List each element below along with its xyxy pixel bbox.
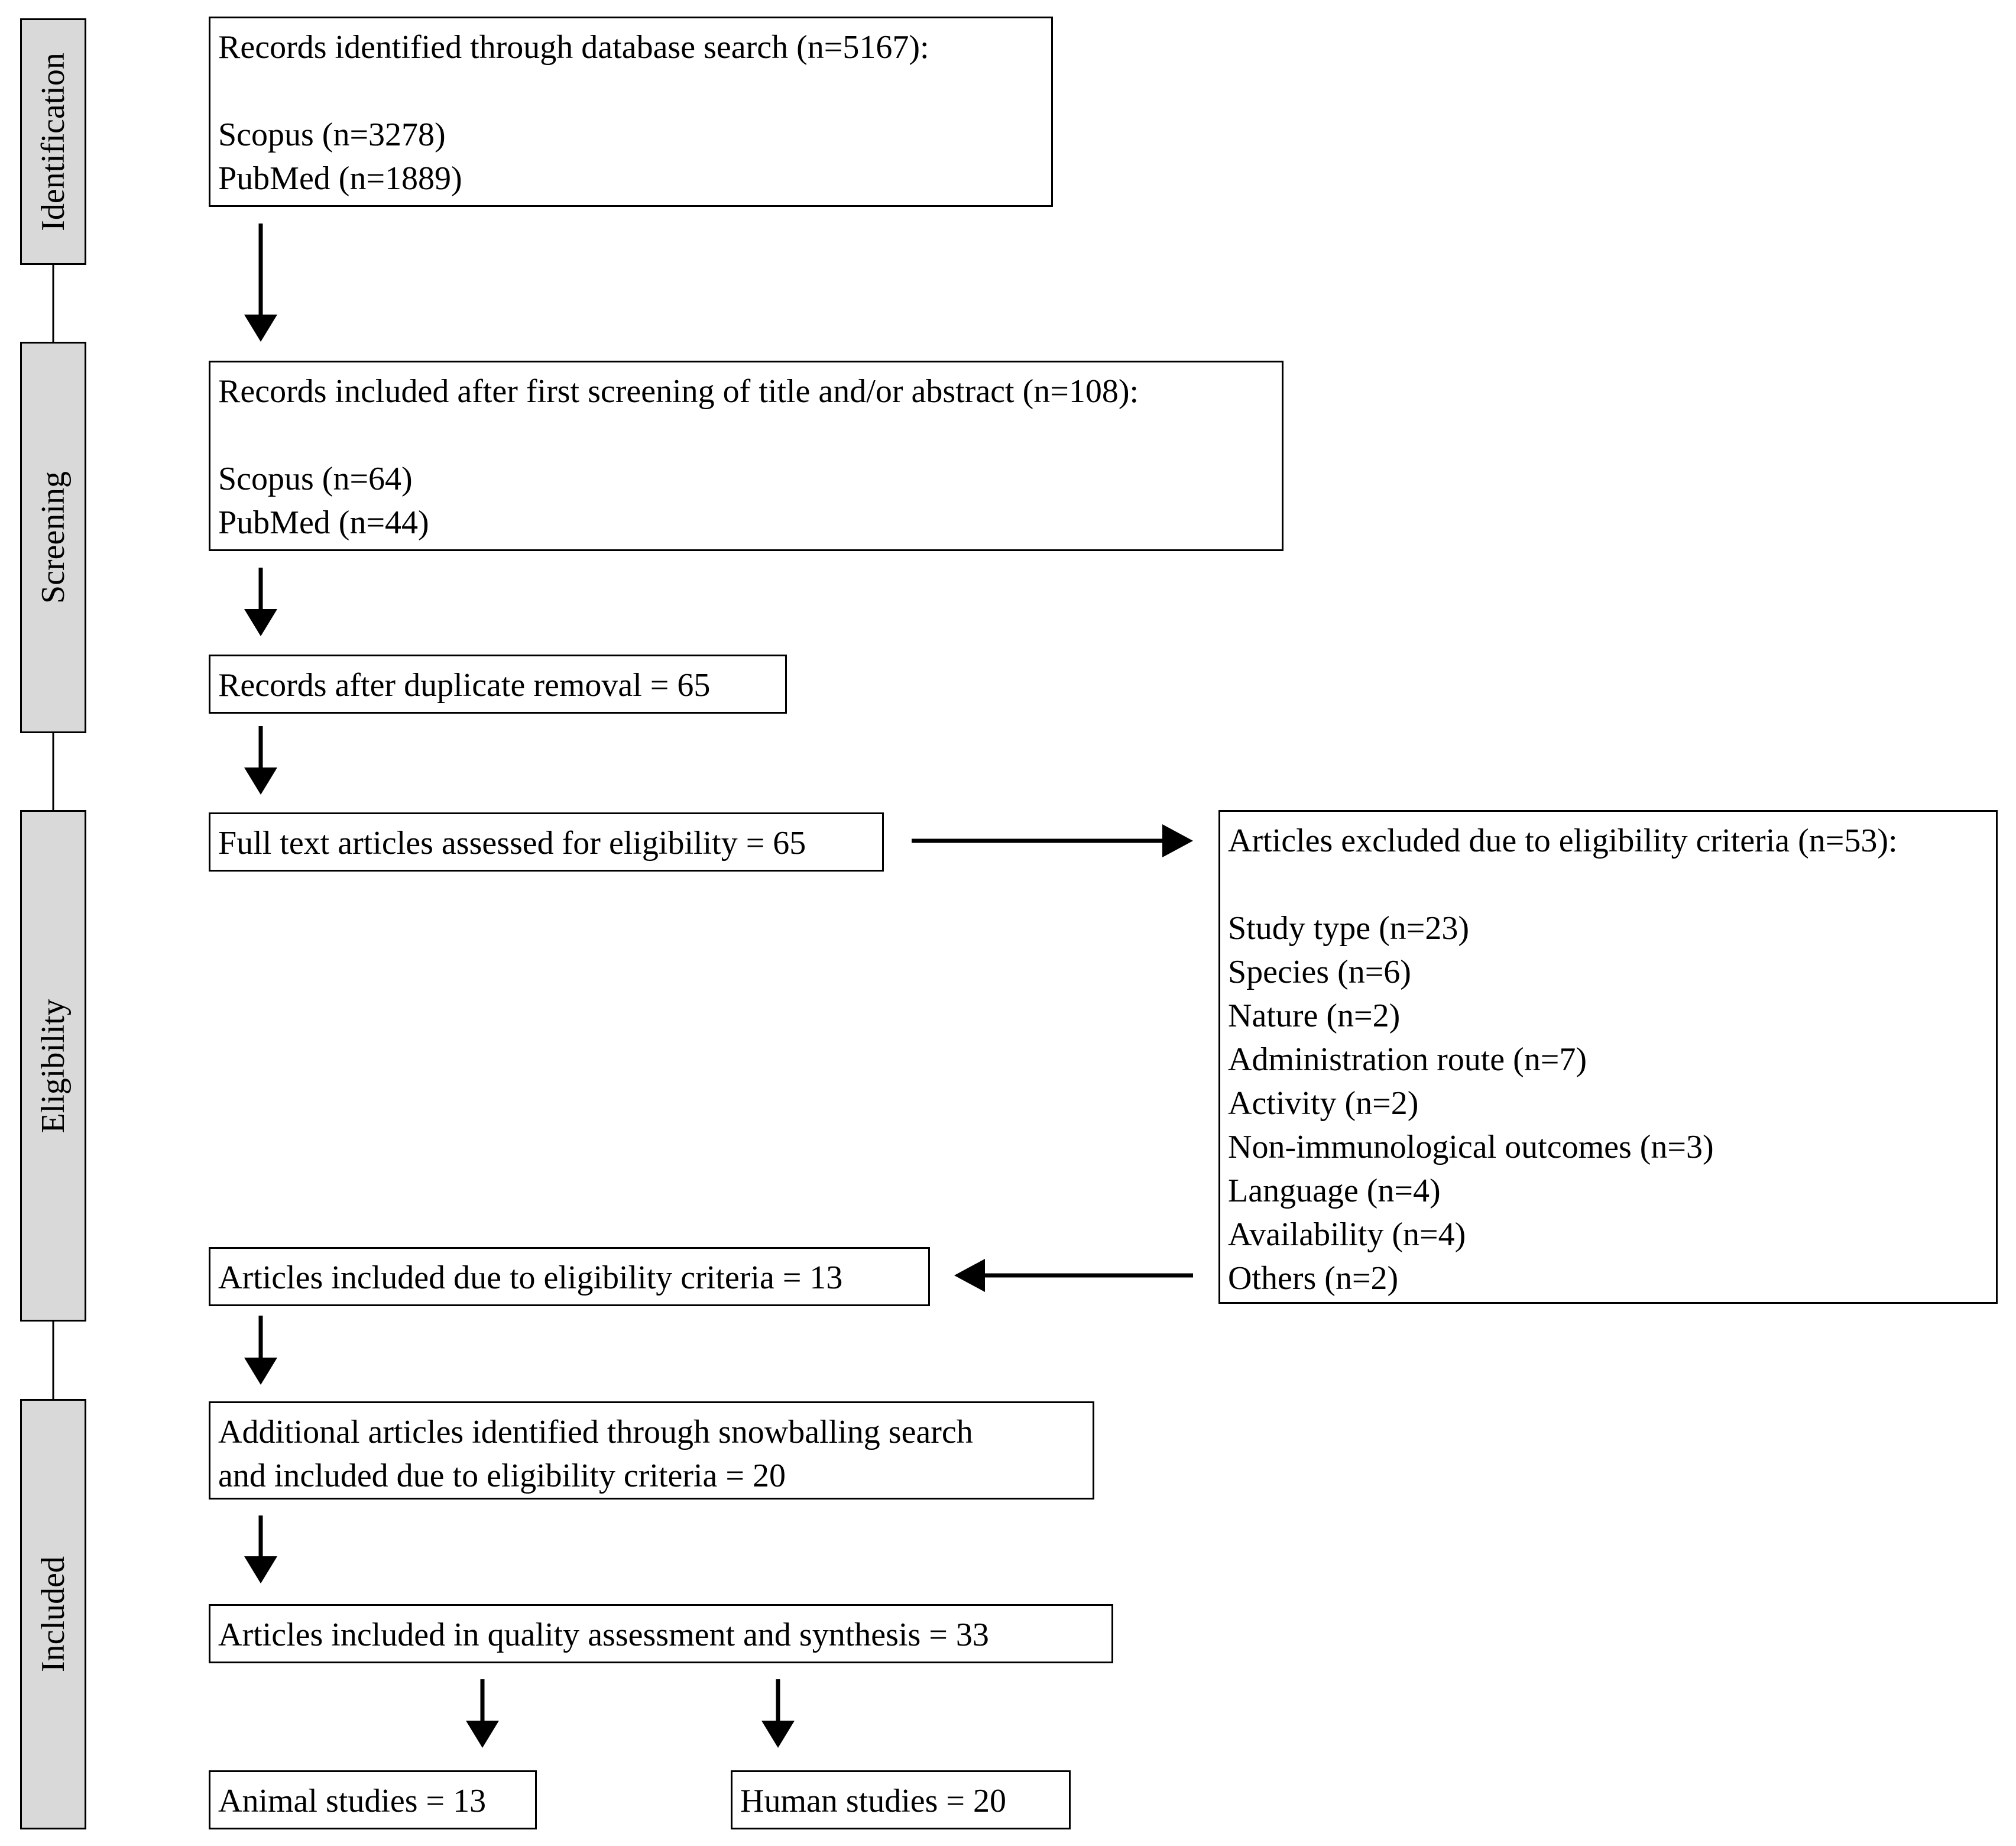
- excluded-box: Articles excluded due to eligibility cri…: [1218, 810, 1998, 1304]
- database-search-pubmed: PubMed (n=1889): [218, 160, 462, 197]
- full-text-assessed-text: Full text articles assessed for eligibil…: [218, 825, 806, 862]
- first-screening-pubmed: PubMed (n=44): [218, 504, 429, 541]
- arrow-down-head: [466, 1721, 499, 1748]
- stage-identification: Identification: [20, 18, 86, 265]
- arrow-down-head: [244, 1358, 277, 1385]
- animal-studies-text: Animal studies = 13: [218, 1783, 487, 1819]
- excluded-species: Species (n=6): [1228, 954, 1411, 990]
- snowballing-line-2: and included due to eligibility criteria…: [218, 1458, 786, 1494]
- database-search-scopus: Scopus (n=3278): [218, 116, 446, 153]
- excluded-title: Articles excluded due to eligibility cri…: [1228, 822, 1898, 859]
- animal-studies-box: Animal studies = 13: [209, 1770, 537, 1829]
- database-search-title: Records identified through database sear…: [218, 29, 929, 66]
- stage-screening: Screening: [20, 342, 86, 733]
- stage-label: Identification: [35, 52, 72, 231]
- excluded-language: Language (n=4): [1228, 1173, 1441, 1209]
- arrow-down-head: [244, 767, 277, 795]
- excluded-availability: Availability (n=4): [1228, 1216, 1466, 1253]
- arrow-down-head: [244, 609, 277, 636]
- database-search-box: Records identified through database sear…: [209, 17, 1053, 207]
- excluded-administration-route: Administration route (n=7): [1228, 1041, 1587, 1078]
- first-screening-title: Records included after first screening o…: [218, 373, 1139, 410]
- stage-eligibility: Eligibility: [20, 810, 86, 1322]
- human-studies-box: Human studies = 20: [731, 1770, 1071, 1829]
- duplicate-removal-text: Records after duplicate removal = 65: [218, 667, 711, 704]
- arrow-left-head: [954, 1259, 985, 1292]
- arrow-down-head: [244, 315, 277, 342]
- stage-label: Eligibility: [35, 998, 72, 1133]
- arrow-down-head: [761, 1721, 795, 1748]
- first-screening-scopus: Scopus (n=64): [218, 461, 413, 497]
- excluded-non-immunological: Non-immunological outcomes (n=3): [1228, 1129, 1714, 1165]
- excluded-activity: Activity (n=2): [1228, 1085, 1419, 1122]
- stage-label: Screening: [35, 471, 72, 604]
- duplicate-removal-box: Records after duplicate removal = 65: [209, 655, 787, 714]
- excluded-nature: Nature (n=2): [1228, 998, 1401, 1034]
- arrow-down-head: [244, 1556, 277, 1583]
- included-eligibility-box: Articles included due to eligibility cri…: [209, 1247, 930, 1306]
- snowballing-box: Additional articles identified through s…: [209, 1401, 1094, 1500]
- included-eligibility-text: Articles included due to eligibility cri…: [218, 1259, 843, 1296]
- first-screening-box: Records included after first screening o…: [209, 361, 1284, 551]
- stage-label: Included: [35, 1556, 72, 1672]
- stage-included: Included: [20, 1399, 86, 1829]
- excluded-study-type: Study type (n=23): [1228, 910, 1469, 947]
- synthesis-text: Articles included in quality assessment …: [218, 1617, 989, 1653]
- snowballing-line-1: Additional articles identified through s…: [218, 1414, 973, 1450]
- full-text-assessed-box: Full text articles assessed for eligibil…: [209, 812, 884, 872]
- arrow-right-head: [1162, 824, 1193, 857]
- synthesis-box: Articles included in quality assessment …: [209, 1604, 1113, 1663]
- excluded-others: Others (n=2): [1228, 1260, 1399, 1297]
- human-studies-text: Human studies = 20: [740, 1783, 1006, 1819]
